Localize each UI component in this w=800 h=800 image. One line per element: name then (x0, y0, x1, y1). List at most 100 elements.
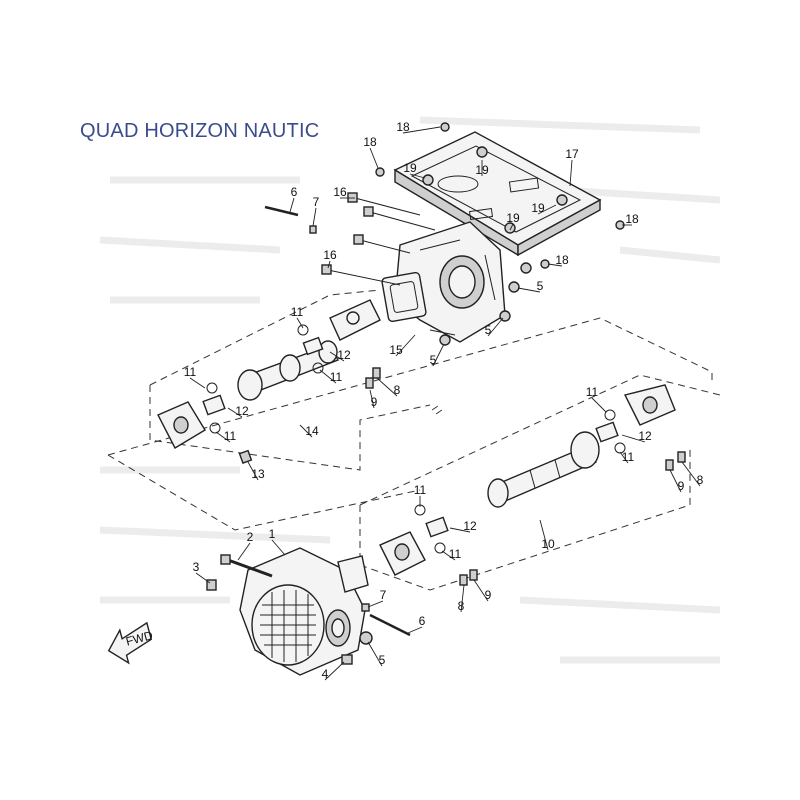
leader-line-c11e (591, 397, 607, 413)
leader-line-c14 (299, 424, 313, 438)
leader-line-c5b (487, 317, 504, 337)
fwd-label: FWD (124, 628, 154, 649)
callout-c11f: 11 (622, 450, 635, 464)
leader-line-c5a (517, 287, 541, 293)
callout-c11b: 11 (224, 429, 237, 443)
callout-c17: 17 (565, 147, 579, 161)
leader-line-c12b (329, 351, 345, 362)
nuts-and-washers-front (375, 122, 625, 346)
leader-line-c18b (369, 147, 379, 169)
leader-line-c18a (402, 126, 441, 134)
universal-joint-front (202, 324, 324, 434)
universal-joint-rear (414, 409, 626, 554)
callout-c2: 2 (247, 530, 254, 544)
leader-line-c13 (247, 461, 259, 481)
callout-c18c: 18 (625, 212, 639, 226)
callout-c19a: 19 (403, 161, 417, 175)
leader-line-c12d (449, 527, 471, 533)
leader-line-c1 (271, 539, 286, 556)
callout-c15: 15 (389, 343, 403, 357)
callout-c7b: 7 (380, 588, 387, 602)
leader-line-c11f (619, 451, 629, 464)
callout-c11c: 11 (291, 305, 304, 319)
leader-line-c16b (327, 260, 331, 269)
callout-c10: 10 (541, 537, 555, 551)
callout-c11e: 11 (586, 385, 599, 399)
front-differential-15 (381, 221, 506, 343)
leader-line-c6b (407, 626, 423, 634)
fasteners-8-9-front (238, 367, 381, 464)
front-propeller-shaft-14 (157, 299, 381, 449)
leader-line-c17 (569, 159, 573, 187)
callout-c12c: 12 (638, 429, 652, 443)
callout-c9a: 9 (371, 395, 378, 409)
leader-line-c6a (289, 197, 295, 213)
leader-line-c7b (367, 600, 384, 608)
leader-line-c9a (369, 389, 375, 409)
leader-line-c11h (441, 550, 456, 561)
callout-c16b: 16 (323, 248, 337, 262)
callout-c9b: 9 (678, 479, 685, 493)
leader-line-c19c (509, 223, 514, 231)
callout-c19d: 19 (531, 201, 545, 215)
leader-line-c8c (460, 584, 465, 613)
callout-c11d: 11 (330, 370, 343, 384)
callout-c16a: 16 (333, 185, 347, 199)
callout-c5a: 5 (537, 279, 544, 293)
leader-line-c3 (195, 572, 211, 584)
leader-line-c5c (432, 343, 445, 367)
callout-c6b: 6 (419, 614, 426, 628)
rear-differential-fins (260, 590, 316, 662)
fwd-arrow-icon: FWD (107, 621, 155, 665)
callout-c14: 14 (305, 424, 319, 438)
callout-c5b: 5 (485, 323, 492, 337)
callout-c7a: 7 (313, 195, 320, 209)
callout-c3: 3 (193, 560, 200, 574)
rear-shaft-assembly-outline (359, 374, 721, 591)
callout-c12a: 12 (235, 404, 249, 418)
callout-c8b: 8 (697, 473, 704, 487)
leader-line-c8b (681, 461, 701, 487)
leader-line-c11b (215, 431, 231, 443)
leader-line-c11c (296, 317, 304, 329)
leader-line-c11a (189, 377, 206, 389)
leader-line-c12a (227, 407, 243, 418)
leader-line-c8a (376, 377, 398, 397)
callout-labels: 1234555566778889991011111111111111111212… (184, 120, 704, 681)
callout-c5c: 5 (430, 353, 437, 367)
leader-line-c2 (237, 542, 251, 561)
callout-c8a: 8 (394, 383, 401, 397)
leader-line-c19a (409, 173, 426, 179)
leader-line-c11d (319, 369, 337, 384)
callout-c18a: 18 (396, 120, 410, 134)
rear-fasteners (206, 554, 411, 665)
bolts-16 (321, 192, 436, 286)
callout-c12d: 12 (463, 519, 477, 533)
callout-c19c: 19 (506, 211, 520, 225)
leader-line-c9c (473, 579, 489, 602)
callout-c6a: 6 (291, 185, 298, 199)
leader-line-c7a (312, 207, 317, 227)
rear-propeller-shaft-10 (379, 384, 676, 576)
leader-line-c4 (324, 661, 345, 681)
callout-c5d: 5 (379, 653, 386, 667)
callout-leaders (189, 126, 701, 681)
callout-c19b: 19 (475, 163, 489, 177)
rear-differential-1 (239, 547, 369, 676)
callout-c9c: 9 (485, 588, 492, 602)
leader-line-c18d (547, 263, 563, 267)
callout-c8c: 8 (458, 599, 465, 613)
callout-c11g: 11 (414, 483, 427, 497)
leader-line-c10 (539, 519, 549, 551)
fasteners-8-9-rear (459, 451, 686, 586)
callout-c13: 13 (251, 467, 265, 481)
leader-line-c5d (367, 641, 383, 667)
callout-c4: 4 (322, 667, 329, 681)
leader-line-c15 (395, 334, 416, 357)
leader-line-c9b (669, 469, 682, 493)
callout-c18b: 18 (363, 135, 377, 149)
callout-c18d: 18 (555, 253, 569, 267)
front-shaft-assembly-outline (107, 289, 713, 531)
leader-line-c19d (537, 204, 557, 215)
